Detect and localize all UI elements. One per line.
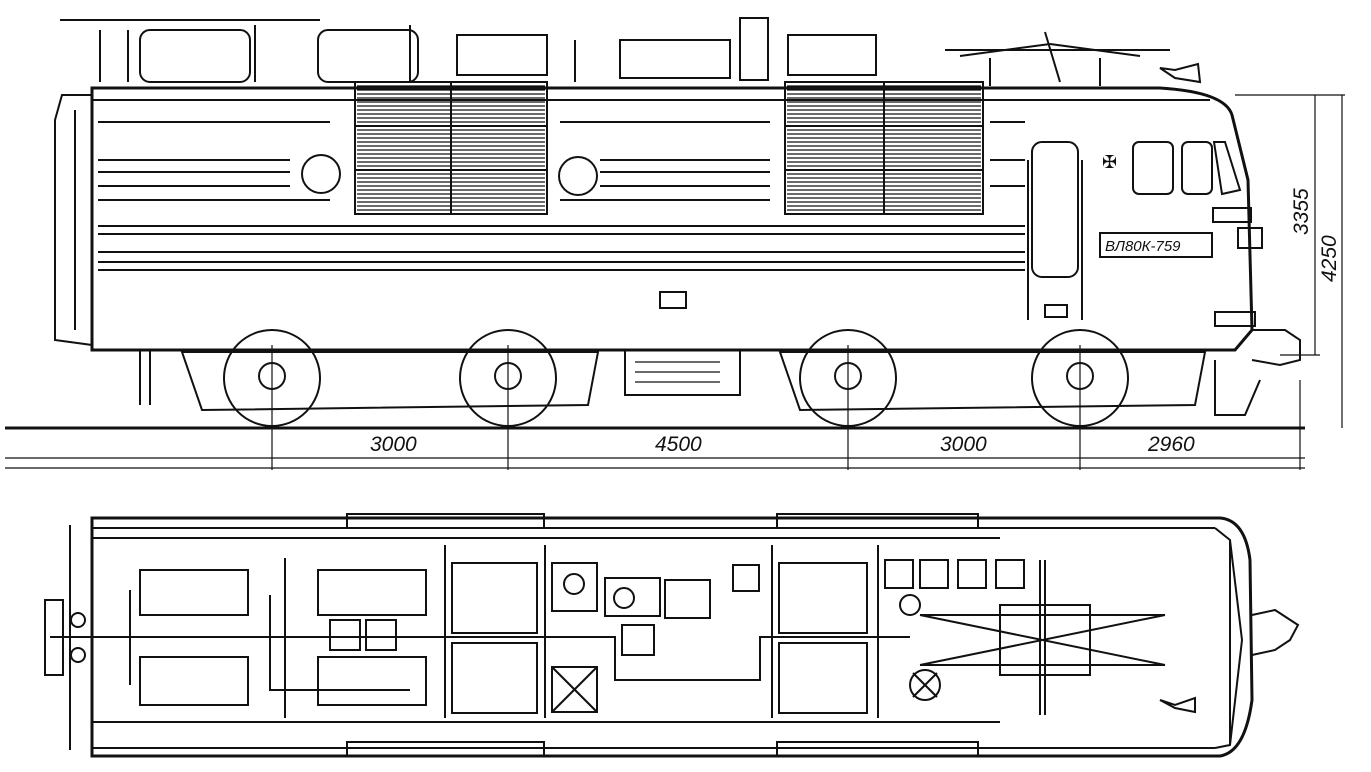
dim-2960: 2960 (1147, 433, 1195, 456)
pantograph (945, 31, 1202, 84)
plan-body-outline (90, 516, 1254, 758)
cab-window-3 (1212, 141, 1242, 196)
plan-rear-end (44, 525, 86, 750)
front-coupler (1214, 329, 1301, 416)
louver-hatching (357, 85, 981, 211)
cab-section: ✠ (1027, 141, 1263, 327)
bogie-frame (778, 351, 1207, 412)
cab-window-2 (1181, 141, 1213, 195)
dim-3000-left: 3000 (370, 433, 417, 456)
vertical-dimension-lines: 3355 4250 (1235, 94, 1345, 428)
number-plate: ВЛ80К-759 (1099, 232, 1213, 258)
porthole-right (558, 156, 598, 196)
plan-pantograph (899, 560, 1166, 715)
bogie-frame (180, 351, 600, 412)
number-plate-text: ВЛ80К-759 (1105, 238, 1181, 255)
plan-cab-front (1159, 527, 1300, 749)
plan-pipes (50, 590, 910, 691)
cab-window-1 (1132, 141, 1174, 195)
dim-4250: 4250 (1318, 235, 1341, 282)
porthole-left (301, 154, 341, 194)
roof-equipment (60, 17, 1101, 86)
dim-4500: 4500 (655, 433, 702, 456)
dim-3355: 3355 (1290, 188, 1313, 235)
svg-text:✠: ✠ (1102, 152, 1117, 173)
rear-end-equipment (54, 94, 151, 405)
plan-compartments (139, 545, 1025, 718)
horizontal-dimension-lines: 3000 4500 3000 2960 (5, 345, 1305, 470)
cab-door (1031, 141, 1079, 278)
body-grooves (98, 121, 1025, 271)
side-elevation-view: ✠ ВЛ80К-759 (5, 17, 1305, 430)
plan-view (44, 513, 1300, 758)
dim-3000-right: 3000 (940, 433, 987, 456)
underframe-box (624, 349, 741, 396)
bogies (180, 329, 1207, 427)
plan-side-grilles (346, 513, 979, 757)
